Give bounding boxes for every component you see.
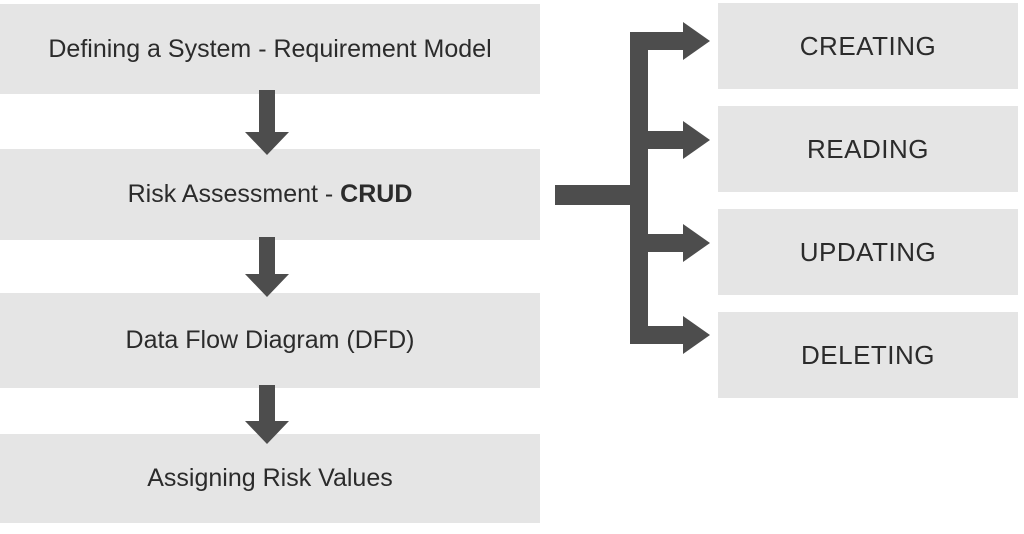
connector-trunk-line (630, 32, 648, 344)
step-box-assigning-risk-values: Assigning Risk Values (0, 434, 540, 523)
risk-assessment-text: Risk Assessment - (127, 180, 341, 208)
branch-arrow-icon-reading (683, 121, 710, 159)
branch-line-reading (648, 131, 683, 149)
crud-label-reading: READING (807, 133, 929, 164)
branch-line-deleting (630, 326, 683, 344)
crud-box-reading: READING (718, 106, 1018, 192)
crud-label-deleting: DELETING (800, 339, 936, 370)
crud-bold-text: CRUD (340, 180, 413, 208)
down-arrow-icon (245, 90, 289, 155)
branch-line-updating (648, 234, 683, 252)
crud-box-updating: UPDATING (718, 209, 1018, 295)
branch-arrow-icon-creating (683, 22, 710, 60)
crud-box-deleting: DELETING (718, 312, 1018, 398)
crud-box-creating: CREATING (718, 3, 1018, 89)
crud-label-creating: CREATING (799, 30, 937, 61)
step-box-defining-system: Defining a System - Requirement Model (0, 4, 540, 94)
down-arrow-icon (245, 237, 289, 297)
crud-label-updating: UPDATING (799, 236, 937, 267)
connector-horizontal-line (555, 185, 648, 205)
branch-arrow-icon-updating (683, 224, 710, 262)
branch-arrow-icon-deleting (683, 316, 710, 354)
branch-line-creating (630, 32, 683, 50)
step-label-data-flow-diagram: Data Flow Diagram (DFD) (125, 326, 415, 354)
step-label-defining-system: Defining a System - Requirement Model (48, 34, 492, 63)
crud-branch-connector (555, 22, 710, 354)
step-label-risk-assessment: Risk Assessment - CRUD (128, 180, 413, 209)
step-box-data-flow-diagram: Data Flow Diagram (DFD) (0, 293, 540, 388)
step-box-risk-assessment: Risk Assessment - CRUD (0, 149, 540, 240)
step-label-assigning-risk-values: Assigning Risk Values (147, 464, 393, 492)
